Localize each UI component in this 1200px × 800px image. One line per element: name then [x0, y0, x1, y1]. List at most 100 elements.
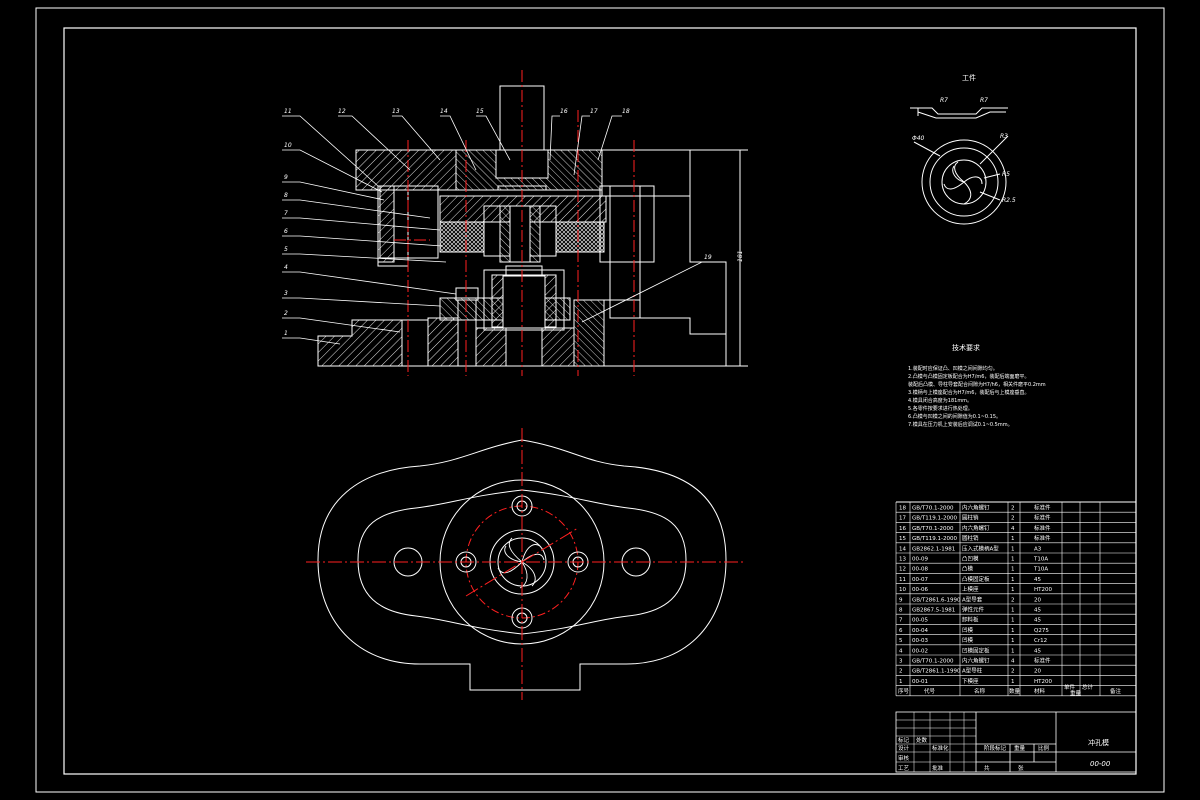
bom-cell-material: T10A — [1033, 557, 1048, 563]
bom-cell-no: 7 — [899, 618, 903, 624]
part-label: 10 — [284, 142, 292, 149]
part-label: 5 — [284, 246, 288, 253]
top-part-labels: 11 12 13 14 15 16 17 18 — [284, 108, 630, 115]
bom-cell-material: 标准件 — [1034, 534, 1051, 542]
label-weight: 重量 — [1014, 744, 1026, 752]
bom-cell-material: HT200 — [1034, 679, 1052, 685]
bom-header-single: 单件 — [1064, 683, 1076, 691]
bom-cell-name: 内六角螺钉 — [962, 524, 990, 532]
bom-cell-code: 00-06 — [912, 587, 928, 593]
bom-cell-code: GB2862.1-1981 — [912, 546, 955, 552]
bom-cell-name: A型导套 — [962, 595, 983, 603]
bom-header-qty: 数量 — [1009, 687, 1021, 695]
bom-header-code: 代号 — [924, 687, 936, 695]
label-sheet-of: 张 — [1018, 764, 1024, 772]
bom-cell-no: 15 — [899, 536, 906, 542]
height-dimension: 181 — [737, 251, 744, 262]
bom-cell-name: 圆柱销 — [962, 534, 979, 542]
bom-cell-name: 卸料板 — [962, 616, 979, 624]
bom-cell-qty: 1 — [1011, 608, 1015, 614]
label-design: 设计 — [898, 744, 910, 752]
dim-b: R7 — [980, 97, 988, 104]
bom-cell-qty: 1 — [1011, 557, 1015, 563]
technical-requirements: 技术要求 1.装配时应保证凸、凹模之间间隙均匀。 2.凸模与凸模固定板配合为H7… — [908, 343, 1046, 428]
bom-cell-material: 标准件 — [1034, 514, 1051, 522]
title-block — [895, 711, 1137, 773]
label-stage: 阶段标记 — [984, 744, 1007, 752]
bom-cell-no: 5 — [899, 638, 903, 644]
bom-cell-name: 凸凹模 — [962, 555, 979, 563]
label-mark: 标记 — [898, 736, 910, 744]
bom-cell-material: 标准件 — [1034, 657, 1051, 665]
bom-cell-qty: 1 — [1011, 536, 1015, 542]
bom-cell-name: 内六角螺钉 — [962, 657, 990, 665]
bom-cell-no: 2 — [899, 669, 903, 675]
bom-cell-qty: 1 — [1011, 567, 1015, 573]
bom-header-no: 序号 — [898, 687, 910, 695]
bom-cell-no: 17 — [899, 516, 906, 522]
tech-line: 4.模具闭合高度为181mm。 — [908, 397, 972, 404]
bom-cell-code: 00-08 — [912, 567, 928, 573]
bom-cell-name: A型导柱 — [962, 667, 983, 675]
part-label: 15 — [476, 108, 484, 115]
bom-header-material: 材料 — [1034, 687, 1046, 695]
bom-cell-name: 内六角螺钉 — [962, 504, 990, 512]
bom-cell-no: 13 — [899, 557, 906, 563]
bom-cell-material: 标准件 — [1034, 524, 1051, 532]
dim-d: R3 — [1000, 133, 1008, 140]
bom-cell-material: A3 — [1034, 546, 1042, 552]
bom-cell-code: 00-01 — [912, 679, 928, 685]
workpiece-view: 工件 R7 R7 Φ40 R3 R5 R2.5 — [910, 73, 1016, 225]
bom-cell-code: 00-02 — [912, 648, 928, 654]
bom-cell-material: HT200 — [1034, 587, 1052, 593]
label-count: 处数 — [916, 736, 928, 744]
bom-cell-material: 标准件 — [1034, 504, 1051, 512]
bom-cell-no: 1 — [899, 679, 903, 685]
bom-cell-code: 00-04 — [912, 628, 928, 634]
bom-cell-qty: 4 — [1011, 659, 1015, 665]
drawing-name: 冲孔模 — [1088, 738, 1109, 747]
tech-line: 5.各零件按要求进行热处理。 — [908, 405, 973, 412]
part-label: 7 — [284, 210, 288, 217]
title-block-text: 冲孔模 00-00 标记 处数 设计 审核 工艺 标准化 批准 阶段标记 重量 … — [898, 736, 1111, 772]
label-sheet: 共 — [984, 764, 990, 772]
workpiece-title: 工件 — [962, 73, 976, 82]
bom-cell-qty: 1 — [1011, 546, 1015, 552]
bom-cell-name: 弹性元件 — [962, 606, 985, 614]
label-check: 审核 — [898, 754, 910, 762]
bom-cell-no: 10 — [899, 587, 906, 593]
tech-line: 7.模具在压力机上安装后应调试0.1~0.5mm。 — [908, 421, 1013, 428]
bom-cell-code: 00-07 — [912, 577, 928, 583]
part-label: 12 — [338, 108, 346, 115]
bom-cell-no: 18 — [899, 506, 906, 512]
left-part-labels: 10 9 8 7 6 5 4 3 2 1 19 — [284, 142, 712, 337]
section-view: 181 — [282, 70, 748, 376]
bom-cell-name: 凹模固定板 — [962, 646, 990, 654]
bom-cell-no: 14 — [899, 546, 906, 552]
part-label: 3 — [284, 290, 288, 297]
bom-cell-no: 4 — [899, 648, 903, 654]
tech-line: 6.凸模与凹模之间的间隙值为0.1~0.15。 — [908, 413, 1001, 420]
bom-cell-name: 凸模 — [962, 565, 974, 573]
bom-cell-qty: 2 — [1011, 516, 1015, 522]
bom-cell-name: 凹模 — [962, 626, 974, 634]
bom-cell-material: 20 — [1034, 597, 1041, 603]
part-label: 6 — [284, 228, 288, 235]
bom-cell-material: Cr12 — [1034, 638, 1047, 644]
bom-cell-name: 压入式模柄A型 — [962, 544, 999, 552]
label-std: 标准化 — [932, 744, 949, 752]
bom-cell-name: 凹模 — [962, 636, 974, 644]
label-process: 工艺 — [898, 765, 910, 772]
part-label: 11 — [284, 108, 292, 115]
bom-cell-no: 9 — [899, 597, 903, 603]
drawing-number: 00-00 — [1090, 760, 1111, 768]
part-label: 9 — [284, 174, 288, 181]
bom-cell-code: 00-03 — [912, 638, 928, 644]
bom-cell-qty: 1 — [1011, 679, 1015, 685]
plan-view — [306, 428, 746, 700]
bom-cell-name: 凸模固定板 — [962, 575, 990, 583]
bom-cell-qty: 1 — [1011, 587, 1015, 593]
tech-line: 2.凸模与凸模固定板配合为H7/m6，装配后端面磨平。 — [908, 373, 1029, 380]
